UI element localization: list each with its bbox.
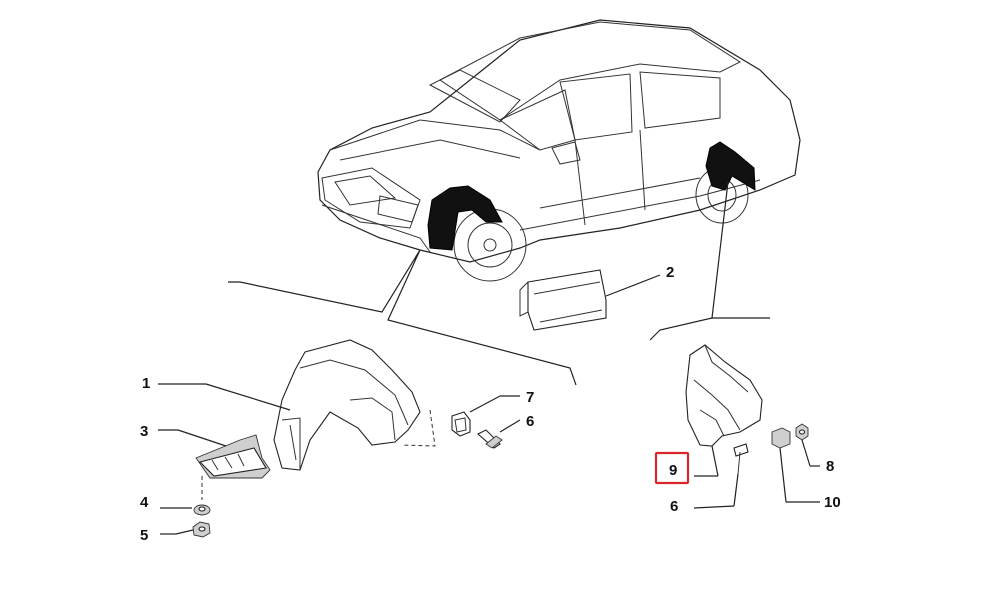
callout-9-highlight-box	[654, 451, 690, 485]
part-4-washer	[160, 476, 211, 516]
callout-1[interactable]: 1	[142, 375, 150, 392]
front-liner-highlight	[427, 185, 503, 251]
callout-2[interactable]: 2	[666, 264, 674, 281]
rear-liner-highlight	[705, 141, 756, 191]
callout-3[interactable]: 3	[140, 423, 148, 440]
part-6-screw-rear	[693, 443, 749, 509]
part-1-front-liner	[158, 339, 436, 471]
front-pointer-line	[228, 249, 577, 386]
callout-6-front[interactable]: 6	[526, 413, 534, 430]
part-9-rear-liner	[685, 344, 763, 477]
car-illustration	[317, 19, 801, 282]
callout-10[interactable]: 10	[824, 494, 841, 511]
callout-8[interactable]: 8	[826, 458, 834, 475]
part-3-shield	[158, 429, 271, 479]
rear-pointer-line	[649, 181, 770, 341]
callout-5[interactable]: 5	[140, 527, 148, 544]
part-6-screw-front	[477, 419, 521, 449]
part-7-clip	[451, 395, 520, 437]
callout-7[interactable]: 7	[526, 389, 534, 406]
callout-6-rear[interactable]: 6	[670, 498, 678, 515]
part-2-bracket	[519, 269, 661, 331]
part-10-clip	[771, 427, 820, 503]
part-8-nut	[795, 423, 820, 467]
callout-4[interactable]: 4	[140, 494, 149, 511]
part-5-nut	[160, 521, 211, 538]
callout-9[interactable]: 9	[669, 462, 677, 479]
